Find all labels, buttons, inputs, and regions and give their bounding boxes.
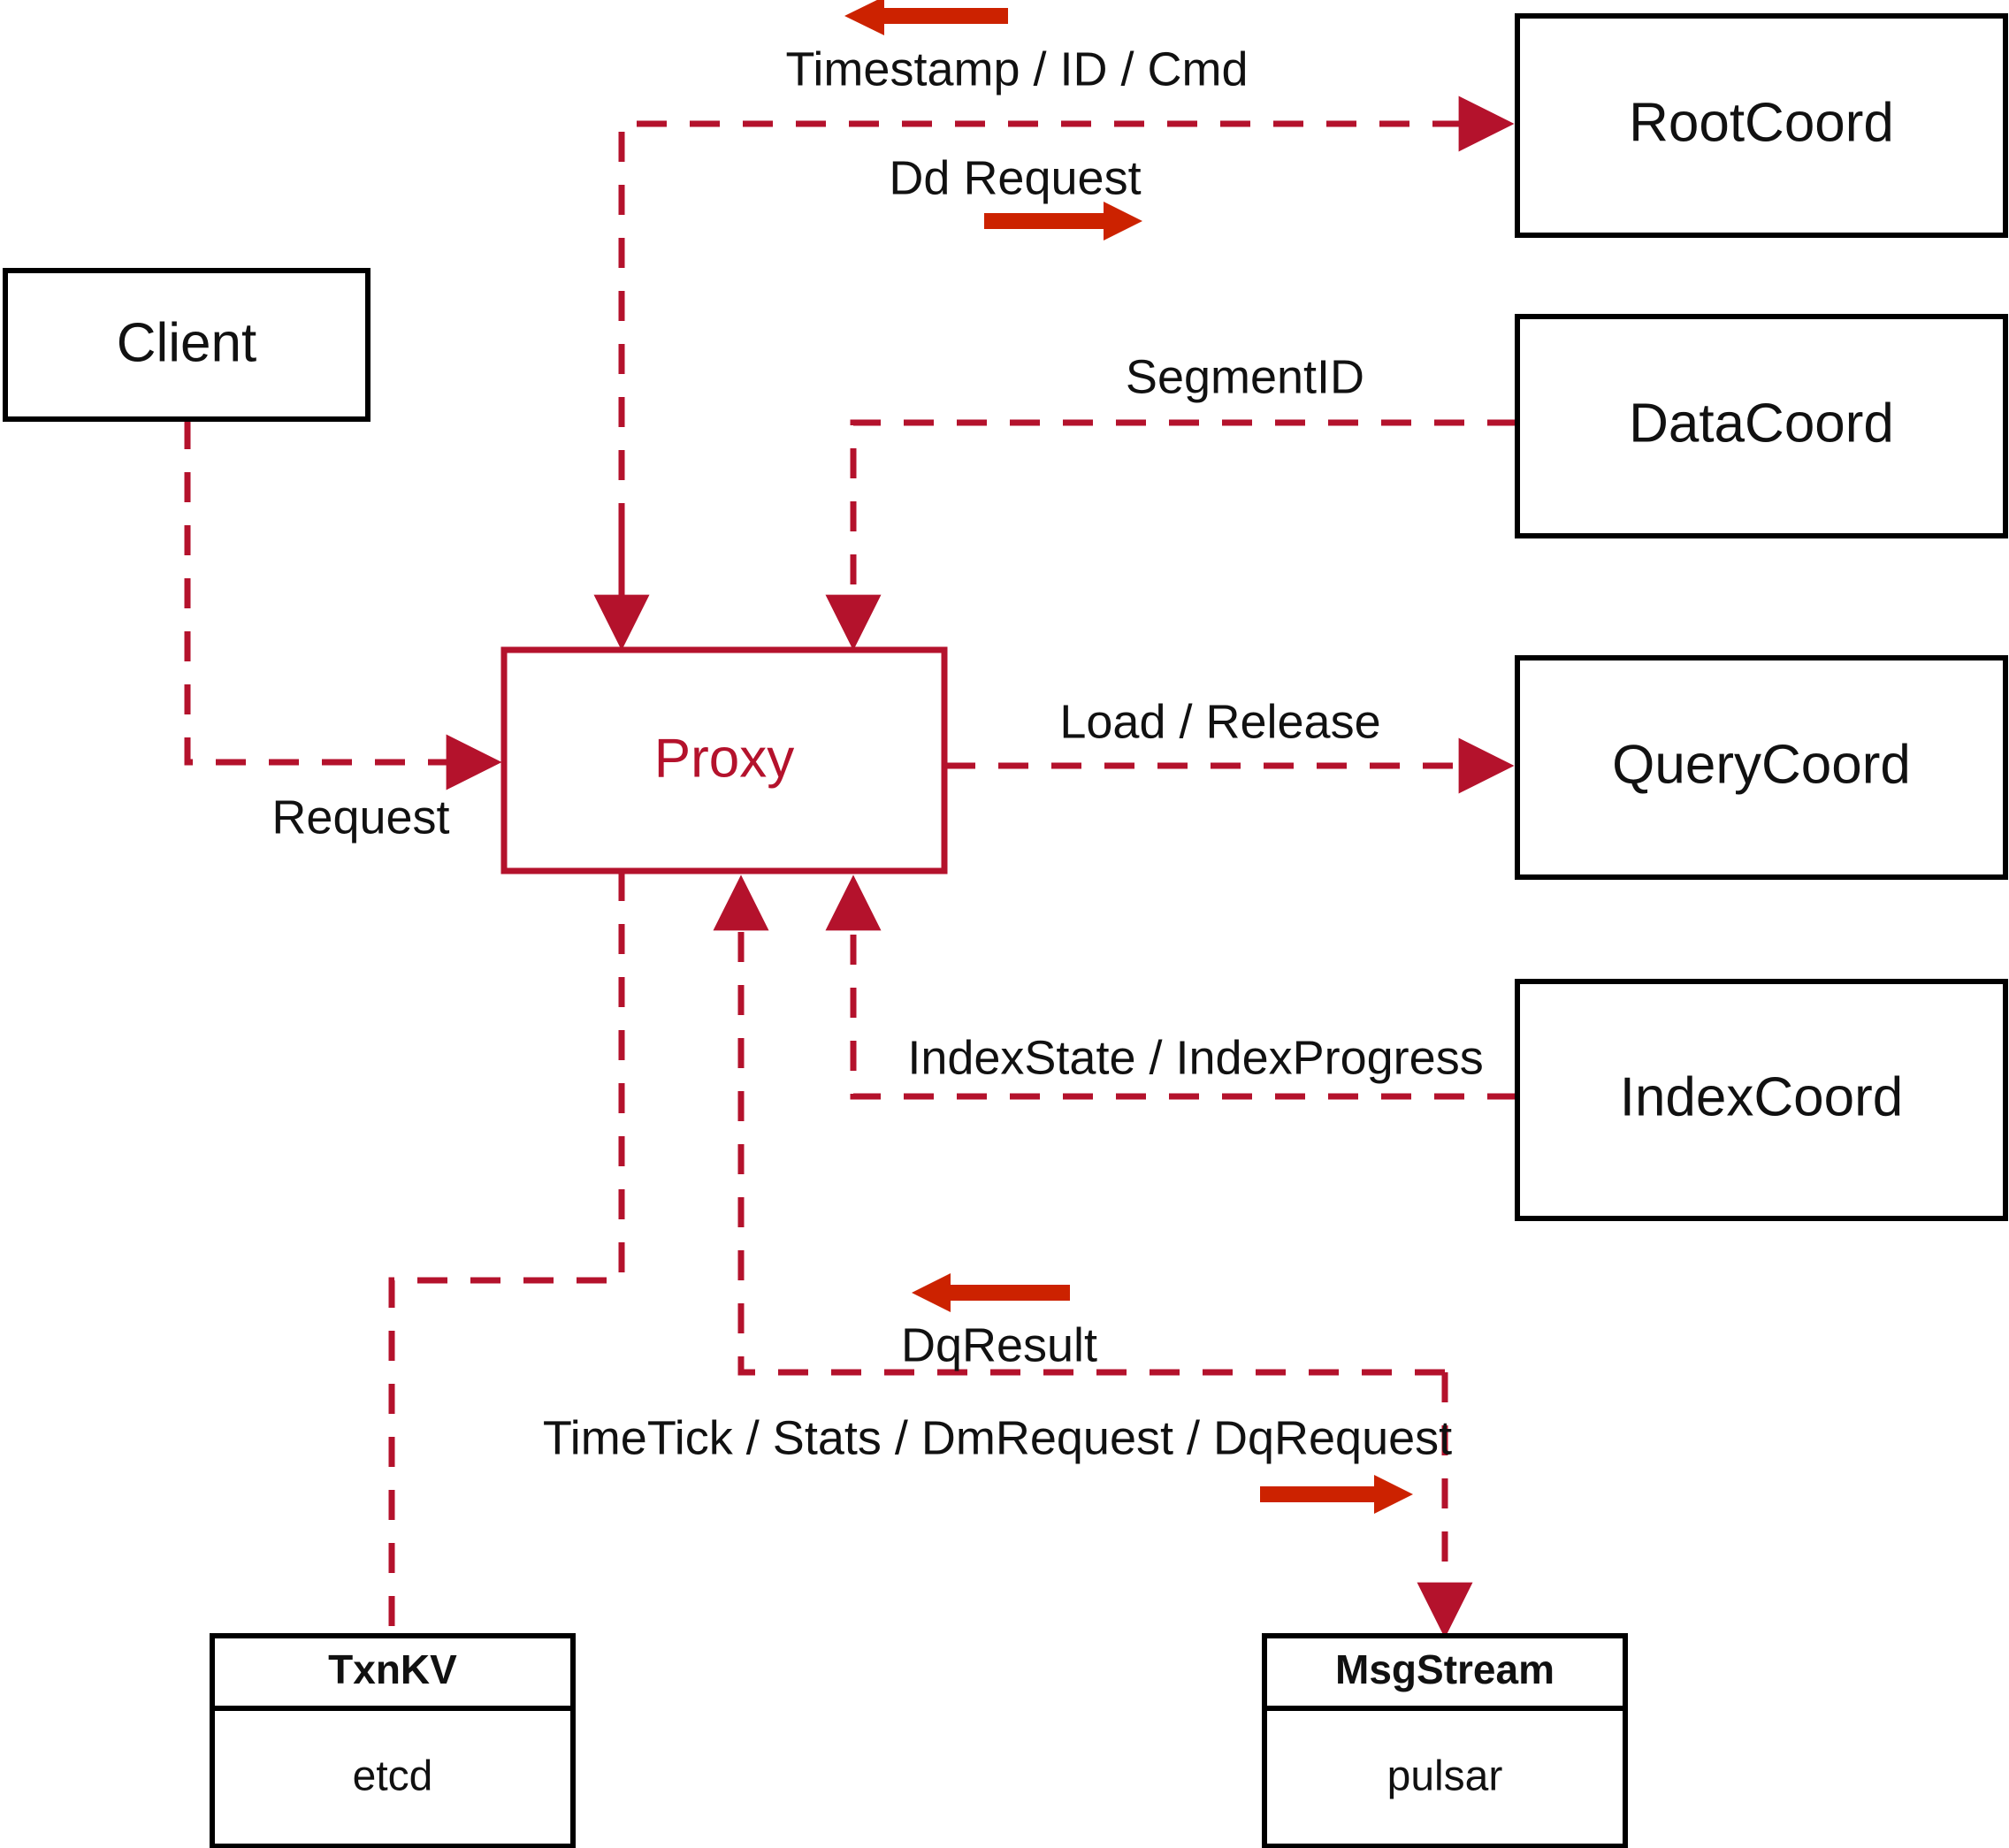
edge-datacoord-to-proxy [825,419,1517,651]
edge-label-dq-result: DqResult [901,1318,1097,1371]
node-proxy-label: Proxy [654,728,794,789]
edge-client-to-proxy [184,419,502,790]
node-proxy[interactable]: Proxy [500,646,948,874]
node-msgstream[interactable]: MsgStream pulsar [1262,1633,1628,1848]
node-msgstream-body: pulsar [1387,1753,1503,1800]
edge-label-timestamp-id-cmd: Timestamp / ID / Cmd [785,42,1248,95]
node-msgstream-title: MsgStream [1335,1646,1554,1692]
edge-label-index-state-progress: IndexState / IndexProgress [907,1031,1483,1084]
node-rootcoord[interactable]: RootCoord [1515,13,2008,238]
node-txnkv-title: TxnKV [328,1646,457,1692]
edge-label-timetick-stats-dm-dq: TimeTick / Stats / DmRequest / DqRequest [543,1411,1452,1464]
arrow-left-icon-timestamp [844,0,1008,35]
edge-label-load-release: Load / Release [1059,695,1380,748]
node-datacoord[interactable]: DataCoord [1515,314,2008,538]
node-querycoord-label: QueryCoord [1612,734,1911,795]
edge-proxy-rootcoord [618,95,1515,639]
node-client[interactable]: Client [3,268,370,422]
node-indexcoord-label: IndexCoord [1620,1066,1904,1127]
node-client-label: Client [117,312,257,373]
node-txnkv[interactable]: TxnKV etcd [210,1633,576,1848]
arrow-left-icon-dq-result [912,1273,1070,1312]
arrow-right-icon-dd-request [984,202,1142,241]
edge-label-dd-request: Dd Request [889,151,1141,204]
node-indexcoord[interactable]: IndexCoord [1515,979,2008,1221]
node-txnkv-body: etcd [353,1753,433,1800]
node-rootcoord-label: RootCoord [1629,92,1894,153]
edge-label-request: Request [271,790,449,844]
edge-msgstream-to-proxy [713,874,1445,1376]
edge-proxy-to-txnkv [388,871,625,1636]
arrow-right-icon-timetick [1260,1475,1413,1514]
edge-indexcoord-to-proxy [825,874,1517,1100]
node-querycoord[interactable]: QueryCoord [1515,655,2008,880]
edge-label-segment-id: SegmentID [1126,350,1364,403]
node-datacoord-label: DataCoord [1629,393,1894,454]
